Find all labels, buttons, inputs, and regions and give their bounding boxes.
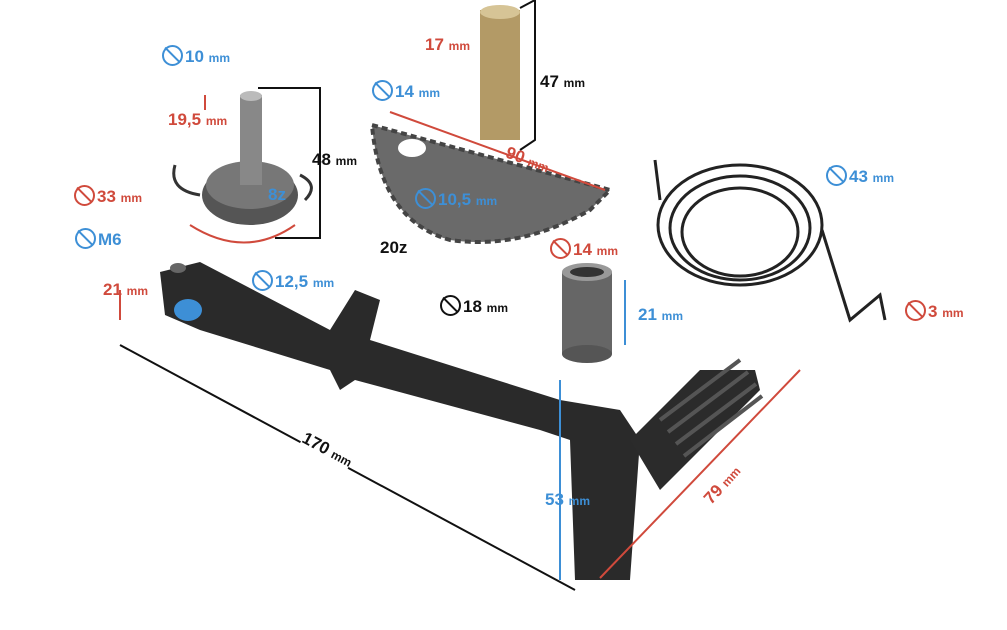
label-shaft-diameter-10: 10 mm bbox=[162, 45, 230, 67]
diameter-icon bbox=[162, 45, 183, 66]
diameter-icon bbox=[75, 228, 96, 249]
unit: mm bbox=[120, 191, 142, 205]
value: 43 bbox=[849, 167, 868, 186]
unit: mm bbox=[568, 494, 590, 508]
value: 47 bbox=[540, 72, 559, 91]
kick-lever bbox=[160, 262, 764, 580]
diameter-icon bbox=[440, 295, 461, 316]
value: 18 bbox=[463, 297, 482, 316]
label-hole-diameter-12-5: 12,5 mm bbox=[252, 270, 334, 292]
label-spring-diameter-43: 43 mm bbox=[826, 165, 894, 187]
label-bushing-inner-14: 14 mm bbox=[550, 238, 618, 260]
unit: mm bbox=[126, 284, 148, 298]
label-bushing-length-21: 21 mm bbox=[638, 305, 683, 325]
unit: mm bbox=[205, 114, 228, 128]
value: M6 bbox=[98, 230, 122, 249]
value: 17 bbox=[425, 35, 444, 54]
diameter-icon bbox=[905, 300, 926, 321]
diameter-icon bbox=[74, 185, 95, 206]
value: 48 bbox=[312, 150, 331, 169]
unit: mm bbox=[418, 86, 440, 100]
unit: mm bbox=[448, 39, 470, 53]
unit: mm bbox=[475, 194, 498, 208]
label-wire-diameter-3: 3 mm bbox=[905, 300, 964, 322]
diameter-icon bbox=[415, 188, 436, 209]
unit: mm bbox=[486, 301, 508, 315]
unit: mm bbox=[872, 171, 894, 185]
pinion-gear bbox=[172, 91, 313, 225]
unit: mm bbox=[208, 51, 230, 65]
value: 12,5 bbox=[275, 272, 309, 291]
label-length-19-5: 19,5 mm bbox=[168, 110, 227, 130]
value: 10 bbox=[185, 47, 204, 66]
unit: mm bbox=[596, 244, 618, 258]
value: 3 bbox=[928, 302, 938, 321]
unit: mm bbox=[661, 309, 683, 323]
value: 53 bbox=[545, 490, 564, 509]
unit: mm bbox=[942, 306, 964, 320]
label-teeth-20z: 20z bbox=[380, 238, 408, 257]
value: 21 bbox=[638, 305, 657, 324]
label-teeth-8z: 8z bbox=[268, 185, 286, 204]
label-height-47: 47 mm bbox=[540, 72, 585, 92]
label-shaft-diameter-14: 14 mm bbox=[372, 80, 440, 102]
unit: mm bbox=[312, 276, 335, 290]
value: 19,5 bbox=[168, 110, 202, 129]
diameter-icon bbox=[252, 270, 273, 291]
label-diameter-33: 33 mm bbox=[74, 185, 142, 207]
diameter-icon bbox=[372, 80, 393, 101]
value: 14 bbox=[573, 240, 592, 259]
value: 21 bbox=[103, 280, 122, 299]
label-height-53: 53 mm bbox=[545, 490, 590, 510]
diameter-icon bbox=[550, 238, 571, 259]
value: 10,5 bbox=[438, 190, 472, 209]
value: 33 bbox=[97, 187, 116, 206]
label-thread-m6: M6 bbox=[75, 228, 122, 250]
label-length-17: 17 mm bbox=[425, 35, 470, 55]
unit: mm bbox=[335, 154, 357, 168]
label-hole-diameter-10-5: 10,5 mm bbox=[415, 188, 497, 210]
bushing bbox=[562, 263, 612, 363]
label-width-21: 21 mm bbox=[103, 280, 148, 300]
label-height-48: 48 mm bbox=[312, 150, 357, 170]
sector-gear bbox=[369, 5, 614, 244]
value: 14 bbox=[395, 82, 414, 101]
diameter-icon bbox=[826, 165, 847, 186]
unit: mm bbox=[563, 76, 585, 90]
coil-spring bbox=[653, 159, 887, 323]
label-bushing-outer-18: 18 mm bbox=[440, 295, 508, 317]
